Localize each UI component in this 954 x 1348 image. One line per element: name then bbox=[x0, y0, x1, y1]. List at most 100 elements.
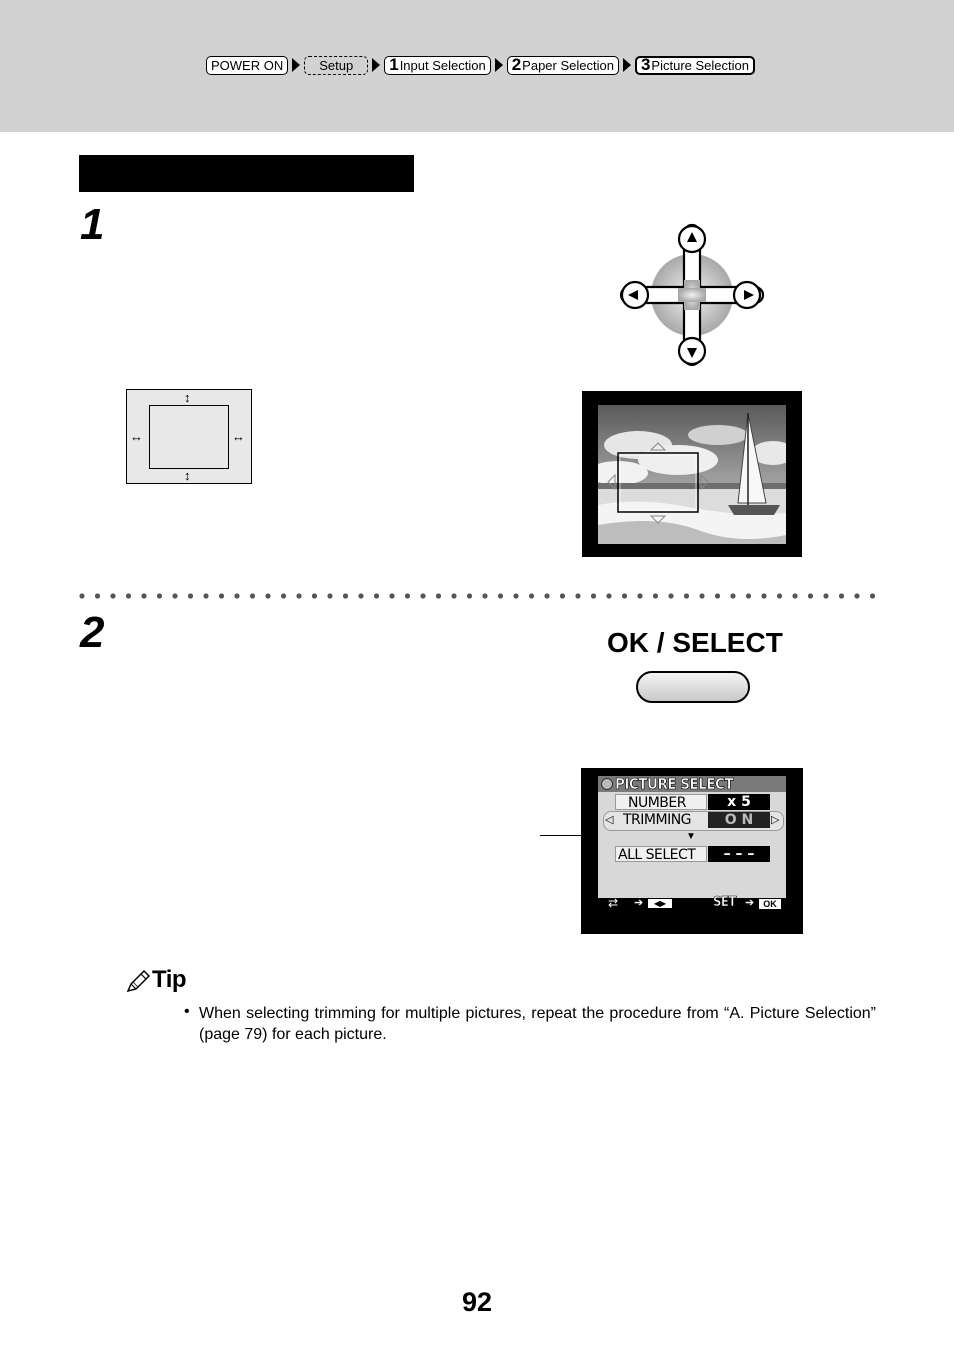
divider-dot bbox=[838, 593, 845, 599]
arrow-vertical-icon: ↕ bbox=[184, 390, 191, 405]
divider-dot bbox=[280, 593, 287, 599]
section-title-bar bbox=[79, 155, 414, 192]
crumb-number: 3 bbox=[640, 55, 651, 74]
picture-select-screen: PICTURE SELECT NUMBER x 5 ◁ ▷ TRIMMING O… bbox=[581, 768, 803, 934]
screen-footer bbox=[598, 898, 786, 912]
trimming-frame bbox=[149, 405, 229, 469]
arrow-pad-icon bbox=[619, 223, 765, 367]
divider-dot bbox=[234, 593, 240, 599]
divider-dot bbox=[373, 593, 380, 599]
divider-dot bbox=[668, 593, 674, 599]
divider-dot bbox=[745, 593, 752, 599]
crumb-label: Setup bbox=[319, 57, 354, 73]
divider-dot bbox=[482, 593, 488, 599]
beach-sailboat-photo bbox=[598, 405, 786, 544]
left-triangle-icon: ◁ bbox=[605, 814, 614, 826]
arrow-right-icon bbox=[494, 58, 503, 72]
rotate-arrow-icon: ⇄ bbox=[608, 896, 619, 910]
divider-dot bbox=[761, 593, 767, 599]
trimming-diagram: ↕ ↕ ↔ ↔ bbox=[126, 389, 252, 484]
arrow-right-icon bbox=[372, 58, 381, 72]
page-number: 92 bbox=[461, 1287, 493, 1317]
divider-dot bbox=[528, 593, 535, 599]
step-number-2: 2 bbox=[80, 608, 105, 657]
crumb-number: 2 bbox=[511, 55, 522, 74]
divider-dot bbox=[342, 593, 349, 599]
left-right-keys-icon: ◀▶ bbox=[648, 899, 672, 908]
callout-line bbox=[540, 835, 618, 836]
divider-dot bbox=[792, 593, 798, 599]
pencil-icon bbox=[126, 969, 151, 993]
arrow-vertical-icon: ↕ bbox=[184, 468, 191, 483]
divider-dot bbox=[79, 593, 85, 599]
menu-row-all-select-value: – – – bbox=[708, 846, 770, 862]
divider-dot bbox=[559, 593, 566, 599]
step-number-1: 1 bbox=[80, 200, 105, 249]
arrow-right-icon: ➔ bbox=[745, 897, 755, 909]
divider-dot bbox=[590, 593, 597, 599]
arrow-horizontal-icon: ↔ bbox=[130, 429, 143, 444]
divider-dot bbox=[652, 593, 659, 599]
divider-dot bbox=[249, 593, 256, 599]
crumb-label: Paper Selection bbox=[522, 57, 614, 73]
divider-dot bbox=[358, 593, 364, 599]
menu-row-number-value: x 5 bbox=[708, 794, 770, 810]
divider-dot bbox=[156, 593, 163, 599]
screen-title: PICTURE SELECT bbox=[615, 775, 734, 794]
divider-dot bbox=[296, 593, 302, 599]
arrow-right-icon bbox=[292, 58, 301, 72]
divider-dot bbox=[807, 593, 814, 599]
down-triangle-icon: ▼ bbox=[686, 831, 696, 842]
divider-dot bbox=[699, 593, 705, 599]
divider-dot bbox=[265, 593, 271, 599]
divider-dot bbox=[110, 593, 116, 599]
divider-dot bbox=[683, 593, 690, 599]
menu-icon bbox=[601, 778, 613, 790]
divider-dot bbox=[621, 593, 628, 599]
divider-dot bbox=[327, 593, 333, 599]
menu-row-trimming-label: TRIMMING bbox=[623, 812, 692, 828]
tip-text: When selecting trimming for multiple pic… bbox=[199, 1005, 876, 1043]
dotted-divider bbox=[79, 593, 876, 599]
divider-dot bbox=[466, 593, 473, 599]
ok-key-icon: OK bbox=[759, 899, 781, 909]
divider-dot bbox=[575, 593, 581, 599]
divider-dot bbox=[420, 593, 426, 599]
ok-select-button bbox=[636, 671, 750, 703]
ok-select-label: OK / SELECT bbox=[607, 627, 783, 658]
divider-dot bbox=[823, 593, 829, 599]
divider-dot bbox=[513, 593, 519, 599]
divider-dot bbox=[637, 593, 643, 599]
divider-dot bbox=[218, 593, 225, 599]
divider-dot bbox=[187, 593, 194, 599]
menu-row-number-label: NUMBER bbox=[615, 794, 707, 811]
divider-dot bbox=[776, 593, 783, 599]
menu-row-trimming-value: O N bbox=[708, 812, 770, 828]
arrow-right-icon: ➔ bbox=[634, 897, 644, 909]
tip-title: Tip bbox=[152, 966, 187, 993]
divider-dot bbox=[172, 593, 178, 599]
divider-dot bbox=[854, 593, 860, 599]
divider-dot bbox=[435, 593, 442, 599]
divider-dot bbox=[544, 593, 550, 599]
divider-dot bbox=[389, 593, 395, 599]
divider-dot bbox=[125, 593, 132, 599]
right-triangle-icon: ▷ bbox=[771, 814, 780, 826]
divider-dot bbox=[451, 593, 457, 599]
divider-dot bbox=[497, 593, 504, 599]
menu-row-all-select-label: ALL SELECT bbox=[615, 846, 707, 863]
crumb-label: Input Selection bbox=[399, 57, 486, 73]
divider-dot bbox=[94, 593, 101, 599]
crumb-power-on: POWER ON bbox=[206, 55, 289, 75]
divider-dot bbox=[606, 593, 612, 599]
divider-dot bbox=[714, 593, 721, 599]
divider-dot bbox=[730, 593, 736, 599]
divider-dot bbox=[203, 593, 209, 599]
footer-set-label: SET bbox=[713, 895, 737, 911]
divider-dot bbox=[311, 593, 318, 599]
crumb-number: 1 bbox=[389, 55, 399, 74]
